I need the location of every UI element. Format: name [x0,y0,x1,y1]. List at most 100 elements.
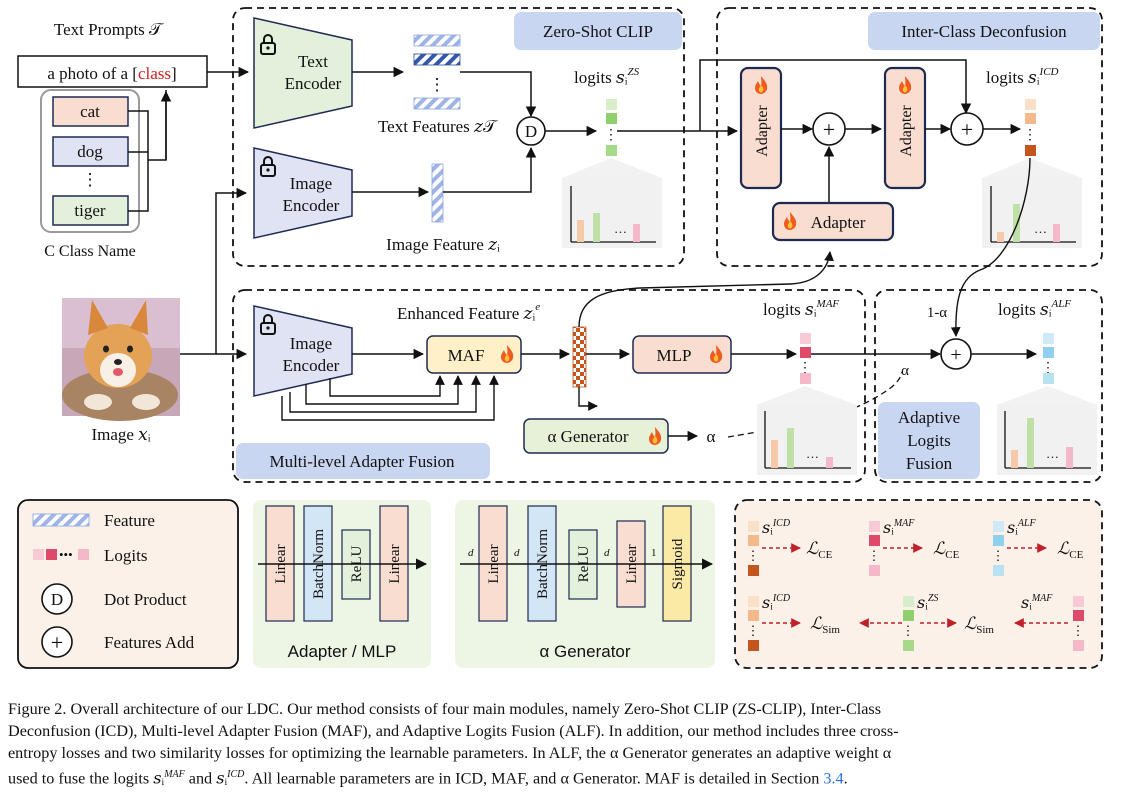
alf-title: Adaptive [898,408,960,427]
dot-product-legend-symbol: D [51,590,63,609]
icd-title: Inter-Class Deconfusion [901,22,1067,41]
text-feature-bar [413,97,461,110]
dim-label: 1 [651,547,657,559]
sim-loss-icd-zs: ⋮ 𝑠ᵢICD ℒSim ⋮ 𝑠ᵢZS [747,593,938,651]
add-symbol: + [950,344,961,366]
class-item-dog [52,136,129,167]
legend-features-add-label: Features Add [104,633,195,652]
alf-panel [874,289,1103,483]
skip-arrow [699,59,972,131]
logit-cell [1025,99,1036,110]
logit-cell [606,145,617,156]
multi-level-arrow [281,375,499,421]
class-name-caption: C Class Name [44,243,136,260]
ce-loss-alf: ⋮ 𝑠ᵢALF ℒCE [992,518,1084,576]
svg-text:𝑠ᵢMAF: 𝑠ᵢMAF [1021,593,1053,612]
svg-text:⋮: ⋮ [902,623,915,638]
svg-text:ℒSim: ℒSim [810,614,840,636]
text-feature-bar [413,34,461,47]
svg-text:𝑠ᵢALF: 𝑠ᵢALF [1007,518,1036,537]
logit-cell [606,113,617,124]
logit-ellipsis: ⋮ [798,361,812,376]
prompt-box [17,55,208,88]
dim-label: d [604,547,610,559]
image-encoder-label: Encoder [283,356,340,375]
image-encoder-label: Image [290,334,332,353]
caption-line: Deconfusion (ICD), Multi-level Adapter F… [8,722,899,740]
logit-cell [800,373,811,384]
dim-label: d [468,547,474,559]
alpha-dashed-arrow [727,371,903,438]
logit-cell [1043,347,1054,358]
logit-legend-dots: ••• [59,547,73,562]
alpha-generator-label: α Generator [547,427,628,446]
arrow [443,146,537,193]
icd-tag [868,12,1100,50]
image-to-clip-arrow [180,187,248,355]
class-item-tiger [52,195,129,226]
image-feature-label: Image Feature 𝑧ᵢ [386,235,500,254]
adapter-mlp-caption: Adapter / MLP [288,642,397,661]
icd-logits-label: logits 𝑠ᵢICD [986,66,1059,87]
image-encoder-zs [253,147,353,239]
svg-text:…: … [614,221,627,236]
alf-title: Logits [907,431,950,450]
legend-logits-label: Logits [104,546,147,565]
svg-text:𝑠ᵢMAF: 𝑠ᵢMAF [883,518,915,537]
feature-legend-swatch [32,513,90,527]
logit-cell [606,99,617,110]
arrow [578,387,597,407]
maf-tag [236,443,490,479]
svg-text:⋮: ⋮ [747,623,760,638]
zs-logits-label: logits 𝑠ᵢZS [574,66,640,87]
arrow [460,71,537,118]
alpha-label: α [901,363,909,379]
adapter-label: Adapter [898,105,915,157]
one-minus-alpha-label: 1-α [927,305,947,321]
caption-line: entropy losses and two similarity losses… [8,744,892,762]
adapter-label: Adapter [754,105,771,157]
alf-logits-chart: … [997,386,1097,475]
section-link[interactable]: 3.4 [823,769,844,788]
icd-to-alf-arrow [950,157,1031,337]
alf-tag [878,402,980,479]
text-encoder-label: Text [298,52,328,71]
icd-adapter-1 [739,66,783,190]
caption-line: Figure 2. Overall architecture of our LD… [8,700,882,718]
alpha-generator-caption: α Generator [539,642,630,661]
features-add-legend-icon [41,626,73,658]
mlp-block-label: MLP [657,346,692,365]
features-add-legend-symbol: + [51,630,63,655]
maf-block-label: MAF [448,346,485,365]
image-encoder-maf [253,305,353,397]
figure-caption: Figure 2. Overall architecture of our LD… [8,698,1120,789]
zero-shot-clip-panel [232,7,685,267]
dim-label: d [514,547,520,559]
svg-text:⋮: ⋮ [868,548,881,563]
class-item-cat [52,96,129,127]
multi-level-arrow [305,375,463,405]
caption-line: used to fuse the logits 𝑠ᵢMAF and 𝑠ᵢICD.… [8,769,848,788]
dot-product-legend-icon [41,583,73,615]
svg-text:𝑠ᵢZS: 𝑠ᵢZS [917,593,938,612]
svg-text:…: … [806,446,819,461]
svg-text:⋮: ⋮ [992,548,1005,563]
maf-logits-chart: … [757,386,857,475]
logit-legend-swatch [78,549,89,560]
multi-level-arrow [329,375,445,397]
svg-text:ℒCE: ℒCE [1057,539,1084,561]
alf-title: Fusion [906,454,953,473]
ce-loss-maf: ⋮ 𝑠ᵢMAF ℒCE [868,518,960,576]
logit-cell [800,333,811,344]
icd-logits-chart: … [982,158,1082,248]
logit-legend-swatch [46,549,57,560]
feature-ellipsis: ⋮ [429,75,446,94]
logit-legend-swatch [33,549,44,560]
zero-shot-clip-title: Zero-Shot CLIP [543,22,653,41]
svg-text:ℒCE: ℒCE [933,539,960,561]
logit-cell [1043,333,1054,344]
legend-feature-label: Feature [104,511,155,530]
multi-level-arrow [289,375,481,413]
prompt-template: a photo of a [class] [47,64,176,83]
image-encoder-label: Encoder [283,196,340,215]
